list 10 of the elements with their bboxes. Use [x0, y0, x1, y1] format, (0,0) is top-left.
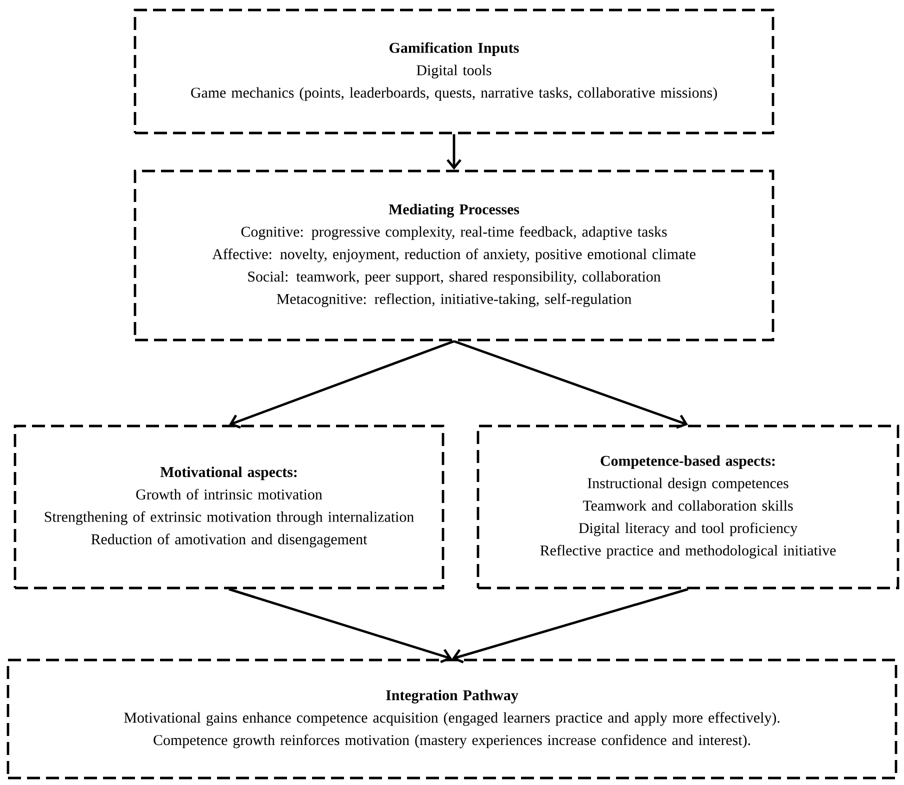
text-box: Mediating Processes Cognitive: progressive complexity, real-time feedback, adaptive tasks Affective: novelty, enjoyment, reduction of anxiety, positive emotional climate Social: teamwork, peer support, shared responsibility, collaboration Metacognitive: reflection, initiative-taking, self-regulation: [134, 170, 774, 342]
text-box: Competence-based aspects: Instructional design competences Teamwork and collaboration skills Digital literacy and tool proficiency Reflective practice and methodological initiative: [476, 424, 900, 590]
text-box: Integration Pathway Motivational gains enhance competence acquisition (engaged learners practice and apply more effectively). Competence growth reinforces motivation (mastery experiences increase confidence and interest).: [6, 658, 898, 780]
text-box: Motivational aspects: Growth of intrinsic motivation Strengthening of extrinsic motivation through internalization Reduction of amotivation and disengagement: [14, 424, 444, 590]
arrow: [228, 588, 452, 664]
arrow: [229, 340, 454, 429]
arrow: [454, 340, 688, 429]
arrow: [452, 588, 688, 664]
arrow: [446, 134, 462, 170]
text-box: Gamification Inputs Digital tools Game mechanics (points, leaderboards, quests, narrative tasks, collaborative missions): [134, 8, 774, 134]
